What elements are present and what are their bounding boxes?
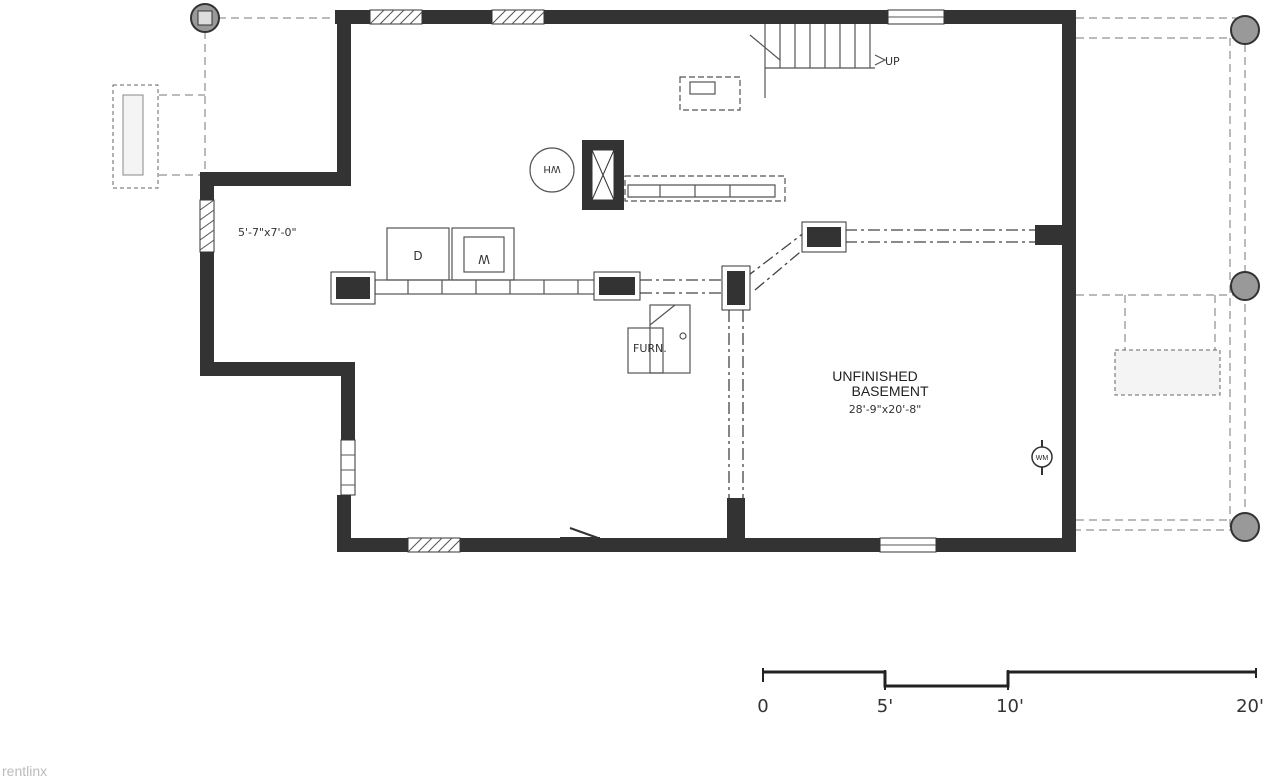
washer-label: W [478, 252, 490, 266]
washer-dryer [386, 227, 515, 281]
room-label-line2: BASEMENT [851, 383, 928, 399]
water-heater-label: WH [543, 163, 560, 174]
scale-tick-20: 20' [1236, 696, 1264, 717]
furnace-label: FURN. [633, 342, 667, 355]
columns [330, 221, 847, 311]
furnace [627, 304, 691, 374]
small-room-dimensions: 5'-7"x7'-0" [238, 226, 297, 239]
water-meter-label: WM [1036, 455, 1049, 462]
beams [374, 175, 1035, 498]
exterior-dashed-outlines [120, 17, 1246, 531]
scale-tick-0: 0 [757, 696, 768, 717]
concrete-pad-right [1114, 349, 1221, 396]
windows [199, 9, 945, 553]
chimney [582, 140, 624, 210]
watermark: rentlinx [2, 763, 47, 779]
dryer-label: D [413, 249, 422, 263]
room-dimensions: 28'-9"x20'-8" [849, 403, 922, 416]
room-label-line1: UNFINISHED [832, 368, 918, 384]
stairs-up-label: UP [885, 55, 900, 68]
door-swing [560, 527, 600, 539]
concrete-pad-left [112, 84, 159, 189]
water-meter [1031, 440, 1053, 475]
scale-bar: 0 5' 10' 20' [757, 668, 1264, 717]
deck-posts [190, 3, 1260, 542]
stairs [679, 24, 887, 111]
scale-tick-10: 10' [996, 696, 1024, 717]
scale-tick-5: 5' [877, 696, 893, 717]
water-heater [529, 147, 575, 193]
